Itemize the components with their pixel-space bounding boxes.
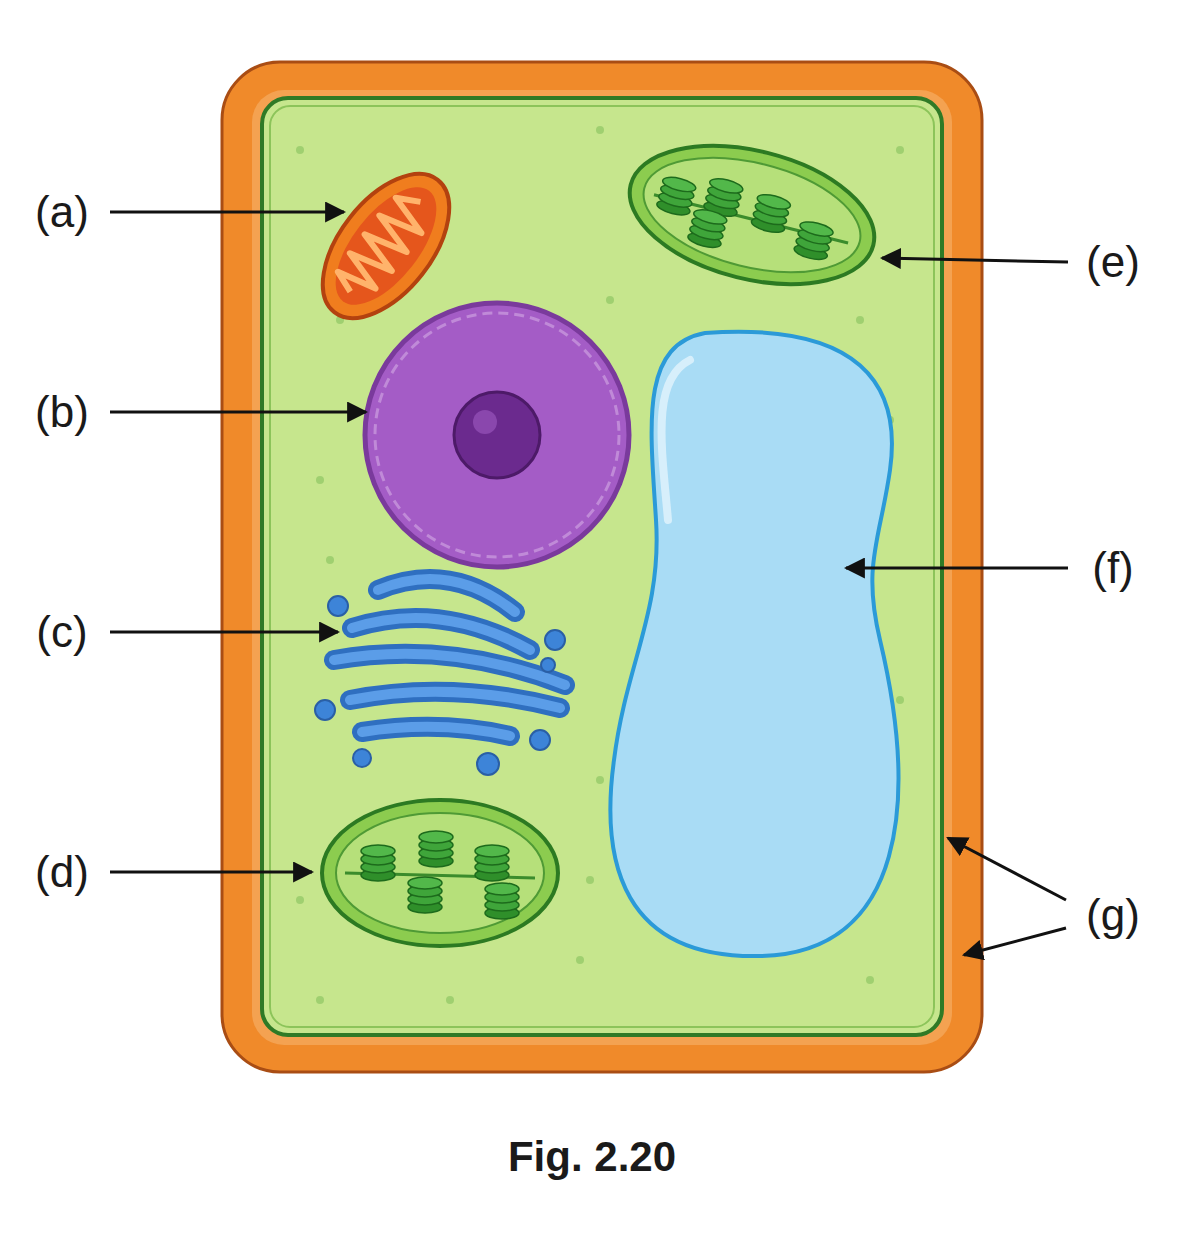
speck [596,126,604,134]
speck [866,976,874,984]
chloroplast [615,123,889,308]
speck [576,956,584,964]
speck [316,996,324,1004]
part-label: (e) [1086,240,1140,284]
speck [326,556,334,564]
chloroplast [322,800,558,946]
speck [316,476,324,484]
part-label: (g) [1086,893,1140,937]
leader-lines [110,212,1068,955]
speck [296,146,304,154]
speck [896,146,904,154]
vacuole [610,332,898,956]
speck [896,696,904,704]
membrane-inner [270,106,934,1027]
part-label: (a) [35,190,89,234]
part-label: (d) [35,850,89,894]
part-label: (b) [35,390,89,434]
speck [856,316,864,324]
speck [446,996,454,1004]
cytoplasm-specks [296,126,904,1004]
nucleus [365,303,629,567]
golgi-apparatus [315,579,565,775]
speck [296,896,304,904]
part-label: (f) [1092,546,1134,590]
figure-caption: Fig. 2.20 [508,1136,676,1178]
speck [596,776,604,784]
vacuole-shine [662,360,690,520]
part-label: (c) [36,610,87,654]
speck [586,876,594,884]
speck [606,296,614,304]
cell-membrane [262,98,942,1035]
